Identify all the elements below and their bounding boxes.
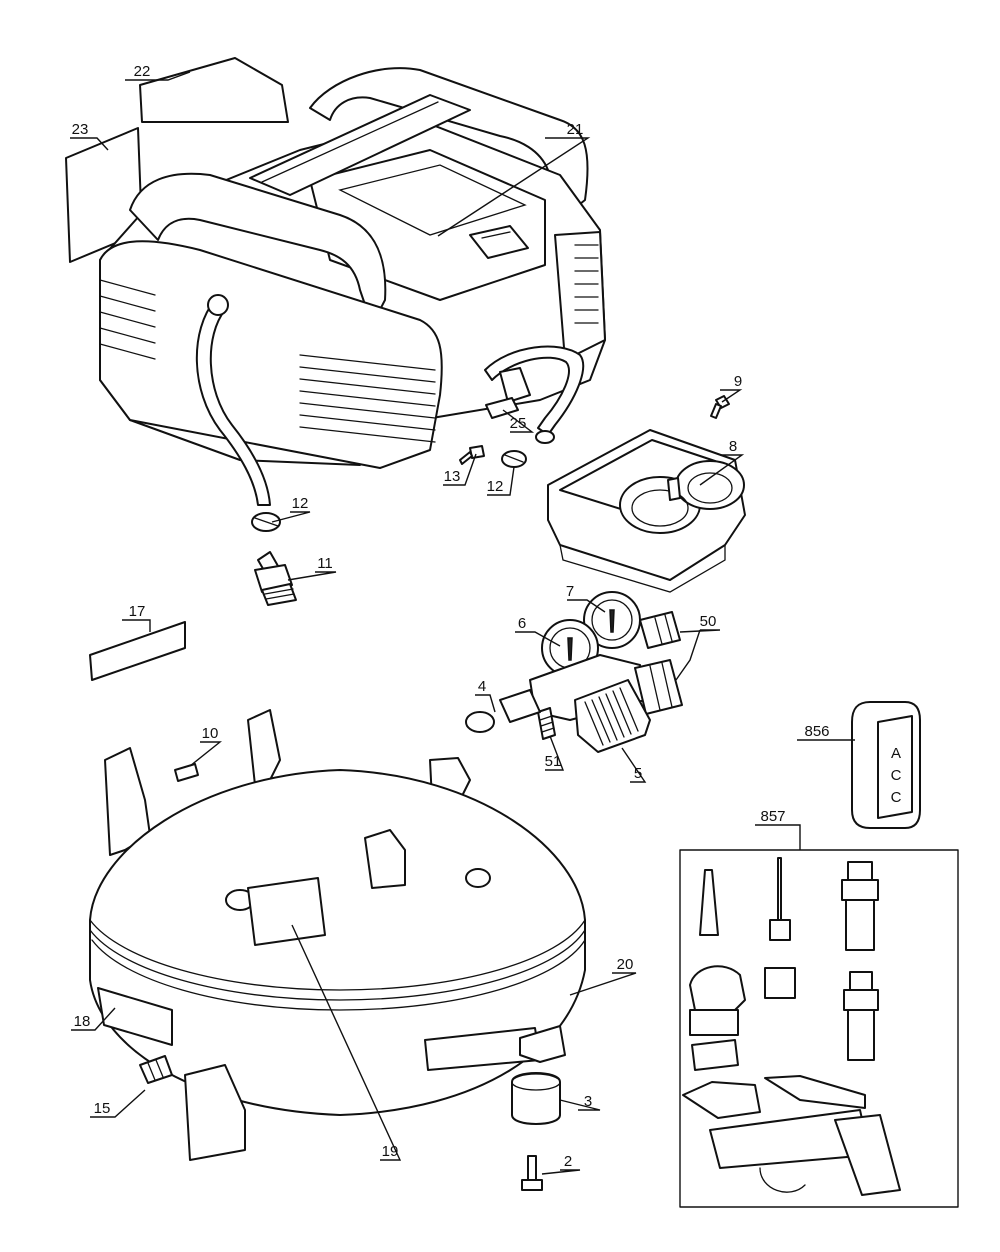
label-6: 6 [518, 615, 526, 632]
label-13: 13 [444, 468, 461, 485]
screw-13 [459, 445, 485, 465]
accessory-kit-857 [679, 849, 959, 1208]
label-50: 50 [700, 613, 717, 630]
tank-assembly [89, 709, 586, 1161]
hose-clamp-12-left [251, 512, 281, 532]
fitting-11 [254, 551, 297, 606]
decal-22 [139, 57, 289, 123]
label-12-left: 12 [292, 495, 309, 512]
label-25: 25 [510, 415, 527, 432]
label-5: 5 [634, 765, 642, 782]
regulator-manifold [465, 591, 683, 753]
callout-labels: 22 23 21 9 25 13 12 8 12 11 17 7 6 50 4 … [72, 63, 902, 1170]
decal-17 [89, 621, 186, 681]
label-51: 51 [545, 753, 562, 770]
label-2: 2 [564, 1153, 572, 1170]
hose-clamp-12-right [501, 450, 527, 468]
tag-856 [851, 701, 921, 829]
leader-lines [70, 71, 855, 1175]
label-12-right: 12 [487, 478, 504, 495]
label-17: 17 [129, 603, 146, 620]
label-9: 9 [734, 373, 742, 390]
shroud-assembly-21 [99, 67, 606, 506]
tag-letter-1: A [891, 745, 901, 762]
tag-letter-2: C [891, 767, 902, 784]
label-20: 20 [617, 956, 634, 973]
label-3: 3 [584, 1093, 592, 1110]
label-10: 10 [202, 725, 219, 742]
label-23: 23 [72, 121, 89, 138]
part-10 [174, 763, 199, 782]
label-8: 8 [729, 438, 737, 455]
label-15: 15 [94, 1100, 111, 1117]
screw-2 [521, 1155, 543, 1191]
part-25 [485, 397, 519, 419]
manifold-cover-8 [547, 429, 746, 593]
label-18: 18 [74, 1013, 91, 1030]
label-22: 22 [134, 63, 151, 80]
label-857: 857 [760, 808, 785, 825]
tag-letter-3: C [891, 789, 902, 806]
label-19: 19 [382, 1143, 399, 1160]
label-11: 11 [317, 555, 333, 572]
rubber-foot-3 [511, 1072, 561, 1125]
label-7: 7 [566, 583, 574, 600]
label-4: 4 [478, 678, 486, 695]
label-21: 21 [567, 121, 584, 138]
label-856: 856 [804, 723, 829, 740]
